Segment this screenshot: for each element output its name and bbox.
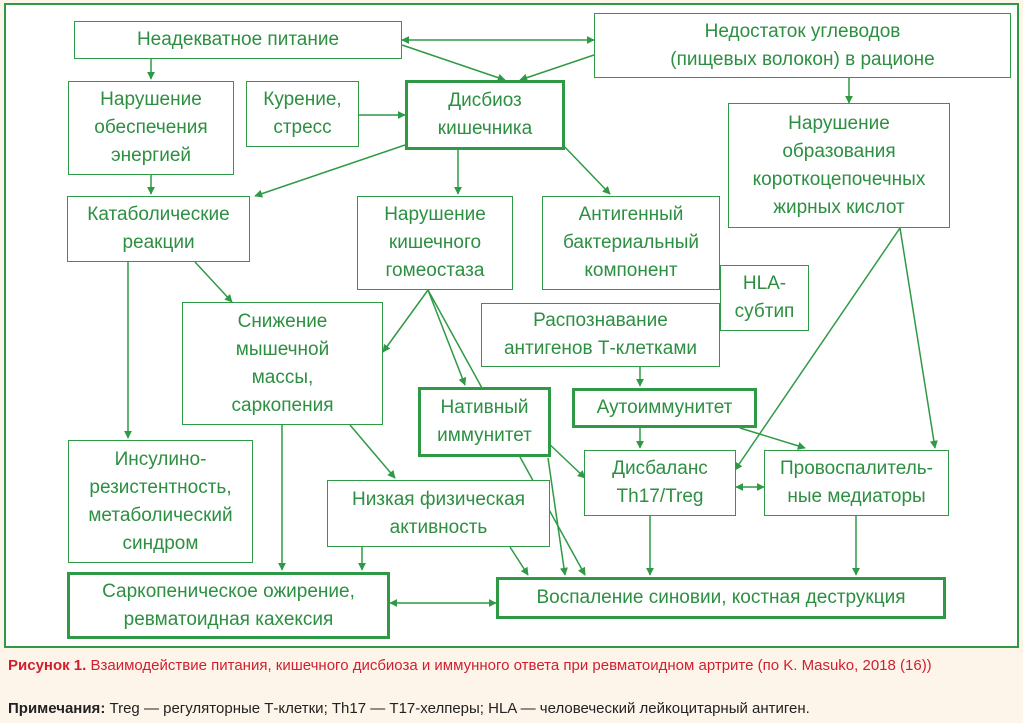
node-low-activity: Низкая физическая активность — [327, 480, 550, 547]
caption-label: Рисунок 1. — [8, 657, 87, 674]
notes-text: Treg — регуляторные Т-клетки; Th17 — Т17… — [109, 700, 810, 717]
figure-caption: Рисунок 1. Взаимодействие питания, кишеч… — [8, 656, 1013, 675]
node-proinflammatory: Провоспалитель- ные медиаторы — [764, 450, 949, 516]
node-gut-homeostasis: Нарушение кишечного гомеостаза — [357, 196, 513, 290]
node-innate-immunity: Нативный иммунитет — [418, 387, 551, 457]
node-muscle-loss: Снижение мышечной массы, саркопения — [182, 302, 383, 425]
node-catabolic: Катаболические реакции — [67, 196, 250, 262]
node-th17-treg: Дисбаланс Th17/Treg — [584, 450, 736, 516]
node-hla-subtype: HLA- субтип — [720, 265, 809, 331]
node-bacterial-antigen: Антигенный бактериальный компонент — [542, 196, 720, 290]
node-carb-deficit: Недостаток углеводов (пищевых волокон) в… — [594, 13, 1011, 78]
notes-label: Примечания: — [8, 700, 106, 717]
node-autoimmunity: Аутоиммунитет — [572, 388, 757, 428]
node-energy-supply: Нарушение обеспечения энергией — [68, 81, 234, 175]
node-scfa-formation: Нарушение образования короткоцепочечных … — [728, 103, 950, 228]
node-insulin-resistance: Инсулино- резистентность, метаболический… — [68, 440, 253, 563]
node-smoking-stress: Курение, стресс — [246, 81, 359, 147]
node-dysbiosis: Дисбиоз кишечника — [405, 80, 565, 150]
caption-text: Взаимодействие питания, кишечного дисбио… — [90, 657, 932, 674]
node-poor-nutrition: Неадекватное питание — [74, 21, 402, 59]
node-antigen-recognition: Распознавание антигенов Т-клетками — [481, 303, 720, 367]
node-sarcopenic-obesity: Саркопеническое ожирение, ревматоидная к… — [67, 572, 390, 639]
node-synovitis: Воспаление синовии, костная деструкция — [496, 577, 946, 619]
figure-notes: Примечания: Treg — регуляторные Т-клетки… — [8, 699, 1013, 718]
